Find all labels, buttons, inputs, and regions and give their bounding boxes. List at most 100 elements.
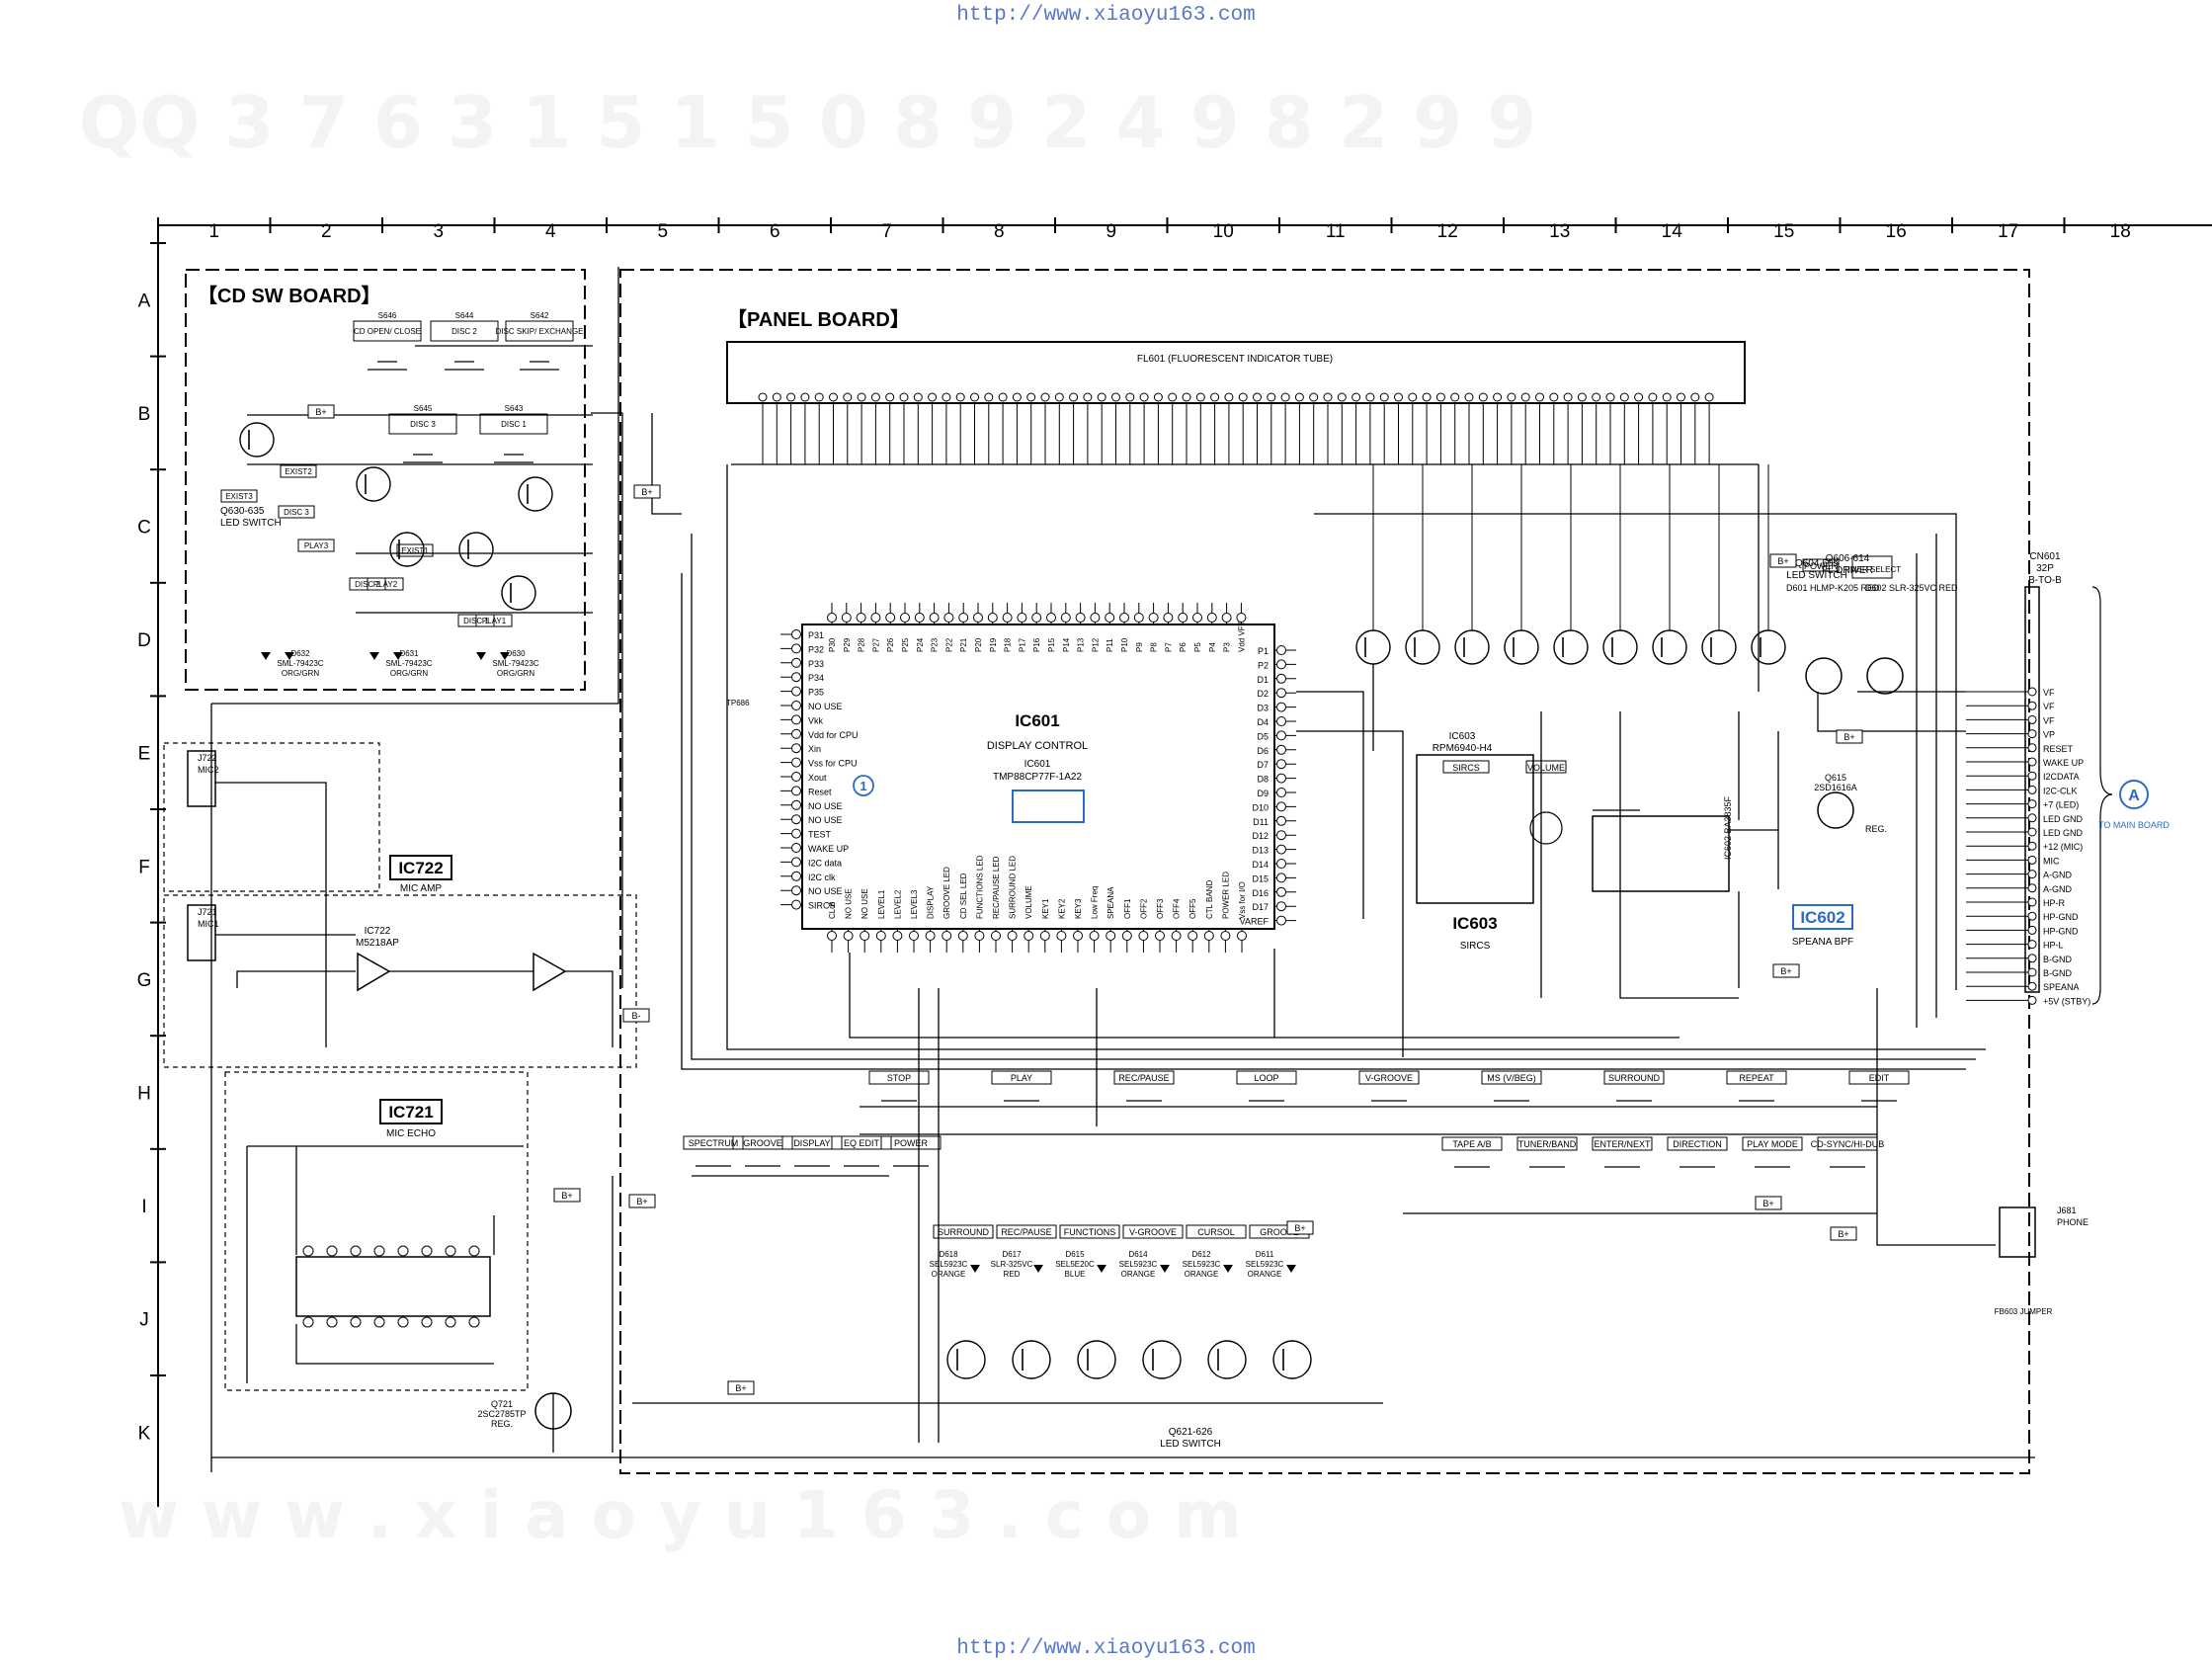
ic601-right-pin-label: D4 [1257, 717, 1269, 727]
ruler-row-label: J [139, 1310, 149, 1331]
cn601-pin-label: VP [2043, 730, 2055, 740]
ic601-top-pad [827, 613, 837, 623]
fl-pin-pad [1168, 392, 1178, 402]
ic601-right-pad [1276, 901, 1286, 912]
ic601-left-pin-label: Reset [808, 787, 832, 796]
ic601-right-pad [1276, 859, 1286, 869]
b-plus-tag: B+ [1777, 556, 1788, 566]
cd-transistor [389, 532, 425, 567]
ic721-top-pad [350, 1245, 362, 1257]
panel-led-symbol [1286, 1265, 1296, 1273]
cn601-pin-pad [2027, 897, 2037, 907]
fl-pin-pad [913, 392, 923, 402]
ic601-left-pad [791, 786, 801, 796]
cd-switch-label-box [505, 320, 574, 342]
wire-path [726, 464, 1986, 1050]
fl-pin-pad [928, 392, 938, 402]
cd-transistor [501, 575, 536, 611]
cd-transistors [239, 422, 553, 611]
panel-led-label: V-GROOVE [1129, 1227, 1177, 1237]
panel-switch-lower-box [1667, 1136, 1728, 1151]
ic602-highlight [1792, 904, 1853, 930]
ic601-right-pin-label: D1 [1257, 675, 1269, 685]
ic601-top-pin-label: P4 [1208, 642, 1217, 652]
ic601-right-pin-label: D11 [1253, 817, 1269, 827]
b-plus-tag-box [727, 1380, 755, 1395]
cd-status-label: DISC 1 [463, 617, 489, 625]
ic601-bottom-pad [1237, 931, 1247, 941]
fl-pin-pad [1662, 392, 1672, 402]
ic601-right-pin-label: D17 [1252, 902, 1269, 912]
ruler-col-label: 8 [994, 221, 1005, 242]
ic601-bottom-pin-label: POWER LED [1221, 872, 1230, 919]
panel-led-transistor [1142, 1340, 1182, 1379]
cn601-pin-label: A-GND [2043, 871, 2073, 880]
fl-pin-pad [1365, 392, 1375, 402]
ic601-left-pin-label: Vss for CPU [808, 759, 858, 769]
to-main-badge: A [2128, 788, 2140, 804]
cd-led-label: ORG/GRN [282, 669, 319, 678]
cn601-pin-label: VF [2043, 688, 2055, 698]
panel-switch-left-label: DISPLAY [793, 1138, 830, 1148]
ic601-bottom-pad [1155, 931, 1165, 941]
cd-led-label: SML-79423C [385, 659, 432, 668]
ic601-right-pad [1276, 773, 1286, 784]
to-main-badge-circle [2119, 780, 2149, 809]
d601-label: D601 HLMP-K205 RED [1786, 583, 1880, 593]
ic601-left-pin-label: I2C data [808, 858, 842, 868]
cd-status-label: EXIST2 [285, 467, 312, 476]
cn601-pin-pad [2027, 855, 2037, 865]
fl-pin-pad [1422, 392, 1432, 402]
cd-status-label: DISC 2 [355, 580, 380, 589]
panel-led-label: FUNCTIONS [1064, 1227, 1116, 1237]
panel-led-color: ORANGE [1248, 1270, 1282, 1279]
panel-switch-box [868, 1070, 930, 1085]
fl-pin-pad [772, 392, 781, 402]
ruler-col-label: 5 [657, 221, 668, 242]
ic601-bottom-pin-label: CD SEL LED [959, 873, 968, 919]
ic601-top-pad [1163, 613, 1174, 623]
fl-driver-desc: FL DRIVER [1822, 565, 1873, 576]
cn601-pin-pad [2027, 967, 2037, 977]
ic601-top-pin-label: P19 [989, 637, 998, 652]
ic601-top-pin-label: P14 [1062, 637, 1071, 652]
ic601-left-pin-label: WAKE UP [808, 844, 849, 854]
ic603-desc: SIRCS [1460, 941, 1491, 952]
fl-pin-pad [1577, 392, 1587, 402]
cd-switch-label: DISC 2 [451, 327, 477, 336]
fl-tube-pins [758, 392, 1714, 464]
ic601-bottom-pad [875, 931, 886, 941]
ruler-row-label: D [137, 630, 151, 651]
ic601-top-pad [958, 613, 969, 623]
ic721-top-pad [445, 1245, 456, 1257]
ic601-top-pad [1075, 613, 1086, 623]
panel-switch-lower-label: TAPE A/B [1452, 1139, 1491, 1149]
ic601-top-pin-label: P15 [1047, 637, 1056, 652]
panel-led-part: SEL5923C [1183, 1260, 1221, 1269]
b-plus-tag: B+ [1294, 1223, 1305, 1233]
ic601-top-pad [1148, 613, 1159, 623]
panel-led-color: ORANGE [1185, 1270, 1219, 1279]
fl-pin-pad [998, 392, 1008, 402]
wire-path [295, 1324, 494, 1365]
ruler-col-label: 13 [1549, 221, 1570, 242]
fl-pin-pad [955, 392, 965, 402]
ic601-bottom-pin-label: SPEANA [1106, 886, 1115, 919]
fl-pin-pad [1592, 392, 1601, 402]
fl-driver-transistor [1355, 629, 1391, 665]
panel-switch-box [1113, 1070, 1175, 1085]
cn601-pin-label: MIC [2043, 856, 2060, 866]
q604-transistor [1805, 657, 1843, 695]
panel-led-switch-desc: LED SWITCH [1160, 1439, 1221, 1450]
ic601-right-pin-label: D8 [1257, 775, 1269, 785]
b-plus-tag: B+ [315, 407, 326, 417]
fl-pin-pad [1125, 392, 1135, 402]
cn601-pin-pad [2027, 981, 2037, 991]
cn601-pin-pad [2027, 757, 2037, 767]
cn601-pin-label: +12 (MIC) [2043, 842, 2083, 852]
b-plus-tag-box [628, 1194, 656, 1208]
cn601-pin-pad [2027, 883, 2037, 893]
cn601-pin-pad [2027, 813, 2037, 823]
ic601-bottom-pad [1203, 931, 1214, 941]
